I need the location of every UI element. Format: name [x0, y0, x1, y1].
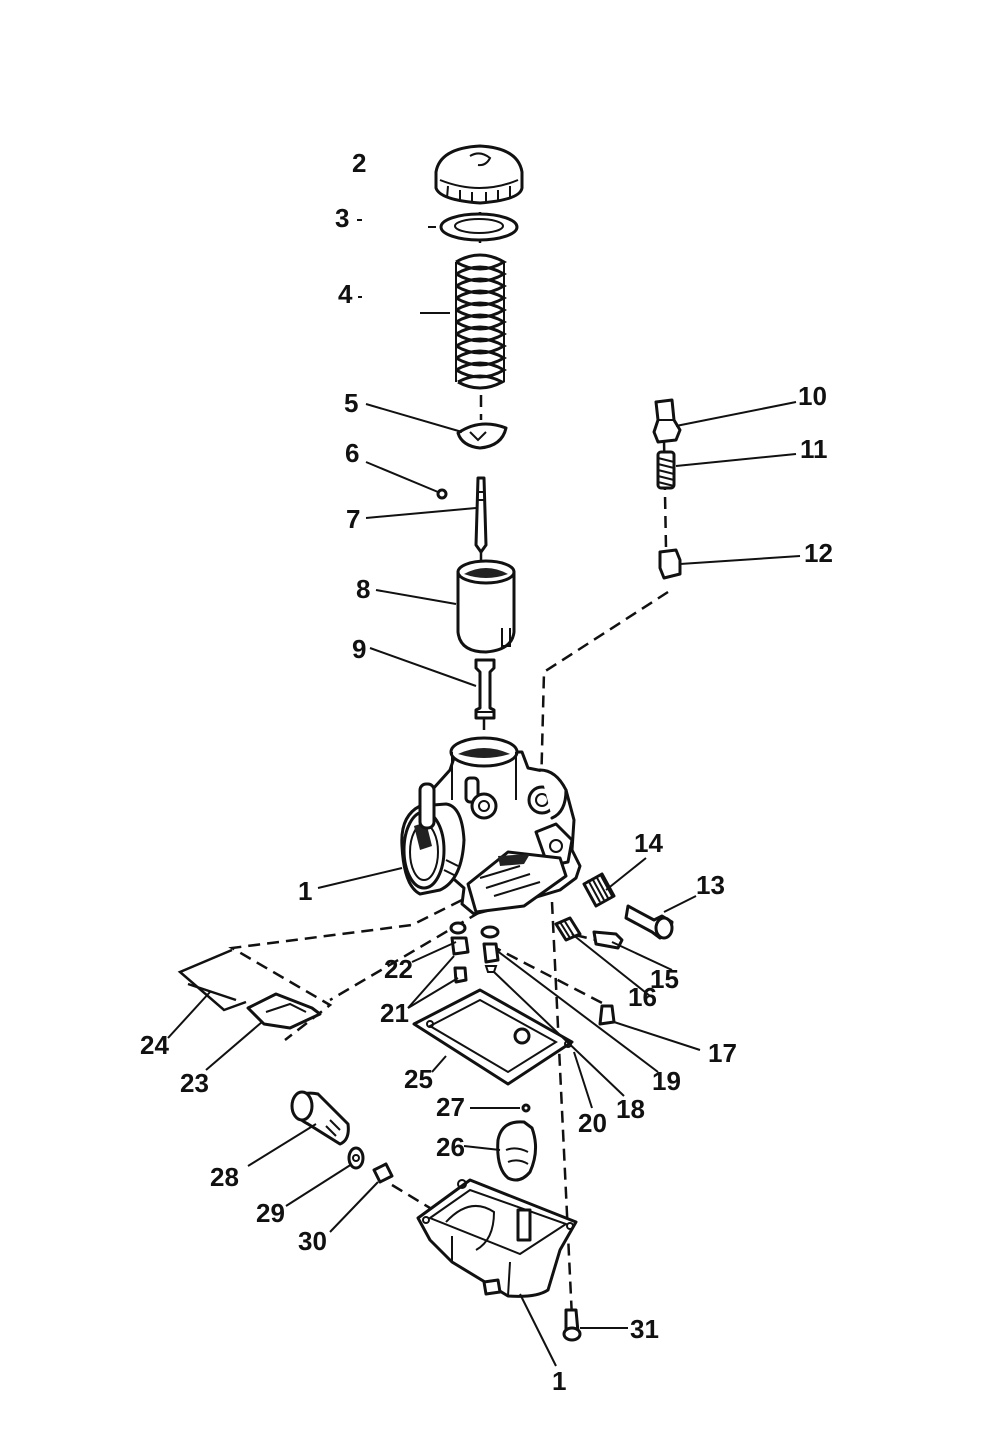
float-bowl-part: [416, 1178, 578, 1298]
washer-part: [439, 212, 519, 242]
carburetor-body-part: [400, 736, 582, 916]
jet-needle-part: [474, 476, 488, 554]
callout-15: 15: [650, 964, 679, 994]
callout-29: 29: [256, 1198, 285, 1228]
callout-4: 4: [338, 279, 353, 309]
plug-part: [598, 1004, 616, 1026]
callout-6: 6: [345, 438, 359, 468]
cap-part: [434, 144, 524, 205]
throttle-slide-part: [456, 559, 516, 654]
callout-16: 16: [628, 982, 657, 1012]
callout-20: 20: [578, 1108, 607, 1138]
callout-30: 30: [298, 1226, 327, 1256]
float-pin-part: [521, 1103, 531, 1113]
bracket-plate-part: [177, 948, 247, 1012]
callout-12: 12: [804, 538, 833, 568]
callout-2: 2: [352, 148, 366, 178]
callout-28: 28: [210, 1162, 239, 1192]
leader-lines: [167, 219, 801, 1367]
needle-valve-part: [482, 942, 500, 973]
spring-part: [455, 253, 507, 390]
bracket-clip-part: [246, 992, 322, 1030]
e-clip-part: [436, 488, 448, 500]
callout-24: 24: [140, 1030, 169, 1060]
callout-5: 5: [344, 388, 358, 418]
callout-labels: 2 3 4 5 6 7 8 9 10 11 12 1 14 13 15 16 1…: [140, 148, 833, 1396]
callout-1-lower: 1: [552, 1366, 566, 1396]
callout-14: 14: [634, 828, 663, 858]
callout-10: 10: [798, 381, 827, 411]
needle-jet-part: [474, 658, 496, 720]
callout-27: 27: [436, 1092, 465, 1122]
callout-8: 8: [356, 574, 370, 604]
throttle-stop-spring-part: [582, 872, 616, 908]
callout-18: 18: [616, 1094, 645, 1124]
callout-31: 31: [630, 1314, 659, 1344]
drain-screw-part: [372, 1162, 394, 1184]
callout-23: 23: [180, 1068, 209, 1098]
callout-22: 22: [384, 954, 413, 984]
jet-holder-part: [480, 925, 500, 939]
banjo-bolt-part: [290, 1090, 350, 1146]
callout-21: 21: [380, 998, 409, 1028]
callout-25: 25: [404, 1064, 433, 1094]
float-bowl-gasket-part: [412, 988, 574, 1086]
bowl-screw-part: [562, 1308, 582, 1342]
callout-11: 11: [800, 434, 828, 464]
callout-13: 13: [696, 870, 725, 900]
pilot-jet-part: [449, 921, 470, 956]
banjo-washer-part: [347, 1146, 365, 1170]
clip-plate-part: [456, 422, 508, 450]
throttle-stop-screw-part: [624, 904, 674, 940]
callout-7: 7: [346, 504, 360, 534]
callout-9: 9: [352, 634, 366, 664]
pilot-cap-part: [658, 548, 682, 580]
callout-17: 17: [708, 1038, 737, 1068]
callout-3: 3: [335, 203, 349, 233]
pilot-spring-part: [656, 450, 676, 490]
float-part: [496, 1120, 537, 1182]
callout-26: 26: [436, 1132, 465, 1162]
pilot-screw-part: [652, 398, 682, 444]
callout-1-upper: 1: [298, 876, 312, 906]
callout-19: 19: [652, 1066, 681, 1096]
